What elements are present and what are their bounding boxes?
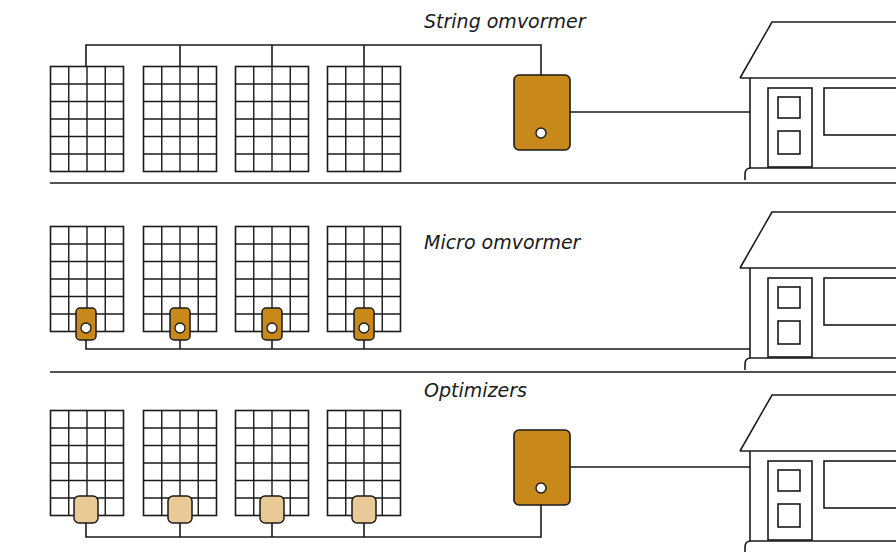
divider-line — [50, 182, 896, 184]
string-inverter — [514, 75, 570, 150]
optimizer — [260, 496, 284, 523]
ac-wire — [86, 340, 750, 349]
solar-panel — [236, 67, 309, 172]
dc-wire — [86, 505, 541, 537]
divider-line — [50, 371, 896, 373]
optimizer — [352, 496, 376, 523]
house — [740, 22, 896, 180]
optimizer-row — [51, 395, 896, 552]
solar-panel — [328, 67, 401, 172]
micro-inverter-row — [50, 212, 896, 372]
string-inverter — [514, 430, 570, 505]
solar-panel — [144, 67, 217, 172]
optimizer — [168, 496, 192, 523]
row-title: Micro omvormer — [424, 231, 580, 254]
row-title: Optimizers — [424, 379, 527, 402]
solar-panel — [51, 67, 124, 172]
micro-inverter — [354, 308, 374, 340]
ac-wire — [570, 111, 750, 113]
house — [740, 212, 896, 370]
micro-inverter — [262, 308, 282, 340]
house — [740, 395, 896, 552]
string-inverter-row — [50, 22, 896, 183]
optimizer — [74, 496, 98, 523]
micro-inverter — [76, 308, 96, 340]
micro-inverter — [170, 308, 190, 340]
row-title: String omvormer — [424, 10, 586, 33]
ac-wire — [570, 466, 750, 468]
